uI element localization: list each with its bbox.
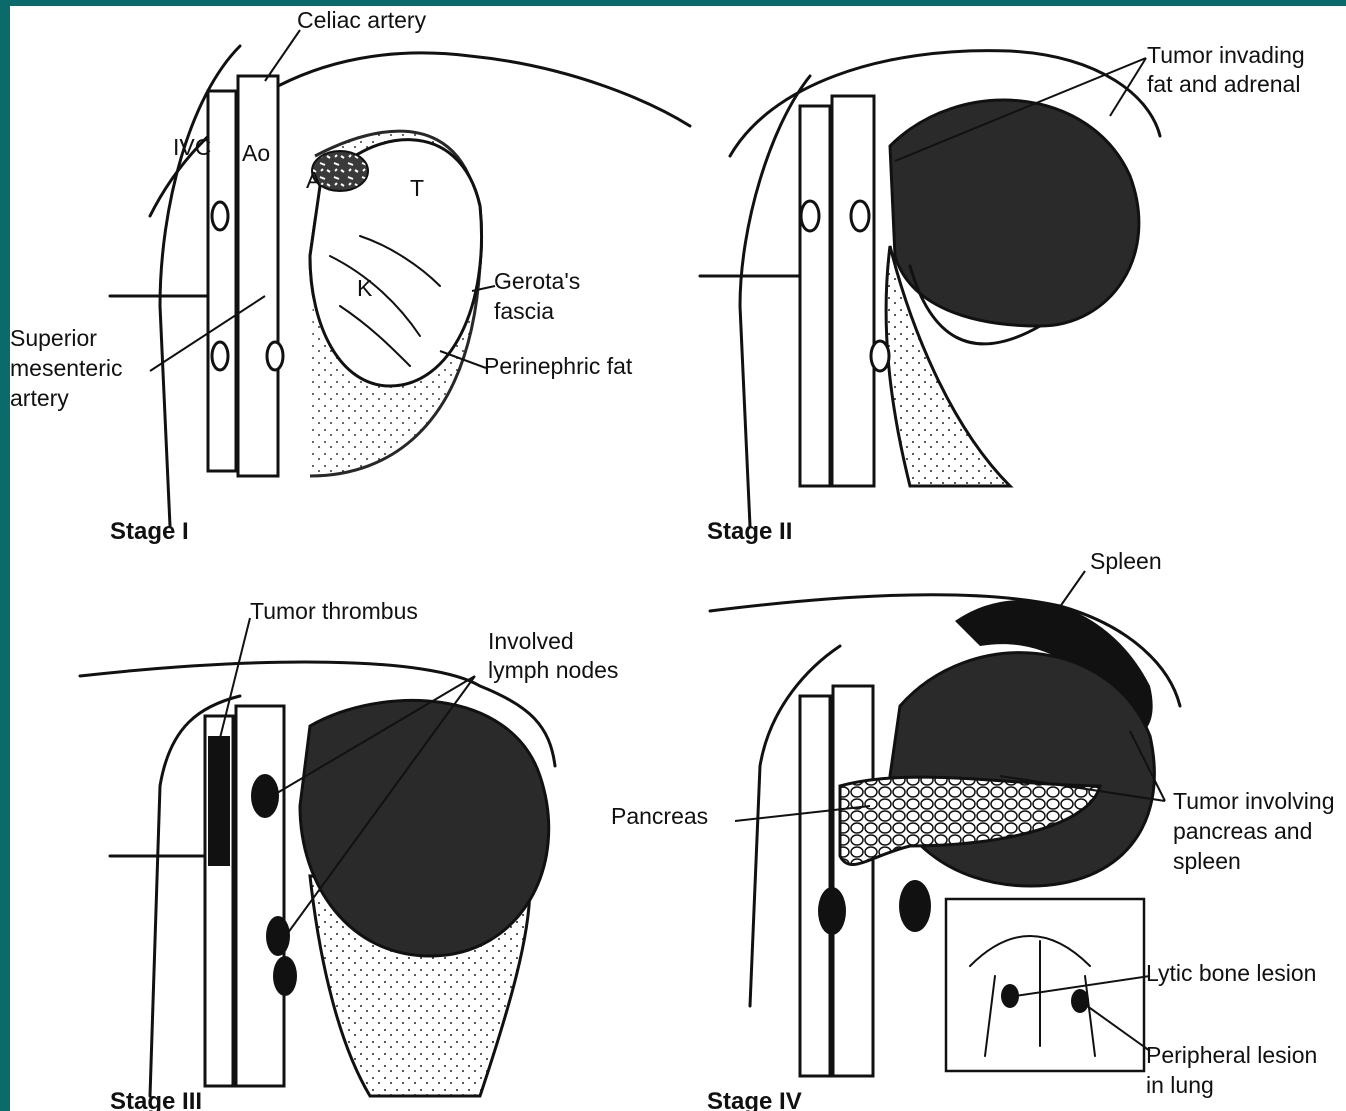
label-lytic-bone-lesion: Lytic bone lesion (1146, 960, 1316, 986)
label-ivc: IVC (173, 134, 211, 160)
stage-1-node-1 (212, 202, 228, 230)
label-tumor-involving-line2: pancreas and (1173, 818, 1312, 844)
slide-canvas: Celiac artery IVC Ao A T K Gerota's fasc… (10, 6, 1346, 1111)
label-sma-line3: artery (10, 385, 69, 411)
stage-3-aorta (236, 706, 284, 1086)
label-a: A (306, 167, 322, 193)
label-tumor-involving-line1: Tumor involving (1173, 788, 1334, 814)
stage-3-title: Stage III (110, 1088, 202, 1111)
stage-2-node-1 (801, 201, 819, 231)
label-pancreas: Pancreas (611, 803, 708, 829)
stage-3-panel (80, 662, 555, 1096)
label-celiac-artery: Celiac artery (297, 7, 427, 33)
stage-4-panel (710, 595, 1180, 1076)
stage-4-lymph-node-2 (899, 880, 931, 932)
label-gerotas-fascia-line1: Gerota's (494, 268, 580, 294)
stage-4-lymph-node-1 (818, 887, 846, 935)
stage-2-ivc (800, 106, 830, 486)
stage-1-panel (110, 46, 690, 526)
label-tumor-thrombus: Tumor thrombus (250, 598, 418, 624)
stage-4-aorta (833, 686, 873, 1076)
label-ao: Ao (242, 140, 270, 166)
label-perinephric-fat: Perinephric fat (484, 353, 633, 379)
stage-3-lymph-node-1 (251, 774, 279, 818)
stage-4-tumor (890, 653, 1154, 886)
label-tumor-invading-line1: Tumor invading (1147, 42, 1305, 68)
stage-4-lung-lesion (1071, 989, 1089, 1013)
stage-1-node-2 (212, 342, 228, 370)
label-gerotas-fascia-line2: fascia (494, 298, 554, 324)
stage-2-tumor (890, 100, 1139, 326)
stage-1-aorta (238, 76, 278, 476)
leader-celiac-artery (265, 30, 300, 81)
label-peripheral-lesion-line2: in lung (1146, 1072, 1214, 1098)
stage-2-panel (700, 51, 1160, 526)
label-involved-lymph-nodes-line2: lymph nodes (488, 657, 618, 683)
stage-2-node-3 (871, 341, 889, 371)
label-t: T (410, 175, 424, 201)
label-spleen: Spleen (1090, 548, 1162, 574)
label-tumor-invading-line2: fat and adrenal (1147, 71, 1300, 97)
stage-4-ivc (800, 696, 830, 1076)
stage-2-title: Stage II (707, 518, 792, 545)
label-tumor-involving-line3: spleen (1173, 848, 1241, 874)
stage-1-node-3 (267, 342, 283, 370)
stage-3-tumor-thrombus (208, 736, 230, 866)
stage-1-ivc (208, 91, 236, 471)
stage-1-title: Stage I (110, 518, 189, 545)
stage-2-node-2 (851, 201, 869, 231)
label-involved-lymph-nodes-line1: Involved (488, 628, 574, 654)
label-k: K (357, 275, 373, 301)
stage-4-title: Stage IV (707, 1088, 802, 1111)
stage-2-aorta (832, 96, 874, 486)
label-sma-line2: mesenteric (10, 355, 122, 381)
stage-3-lymph-node-3 (273, 956, 297, 996)
label-peripheral-lesion-line1: Peripheral lesion (1146, 1042, 1317, 1068)
staging-diagram: Celiac artery IVC Ao A T K Gerota's fasc… (10, 6, 1346, 1111)
label-sma-line1: Superior (10, 325, 97, 351)
stage-4-chest-inset (946, 899, 1144, 1071)
